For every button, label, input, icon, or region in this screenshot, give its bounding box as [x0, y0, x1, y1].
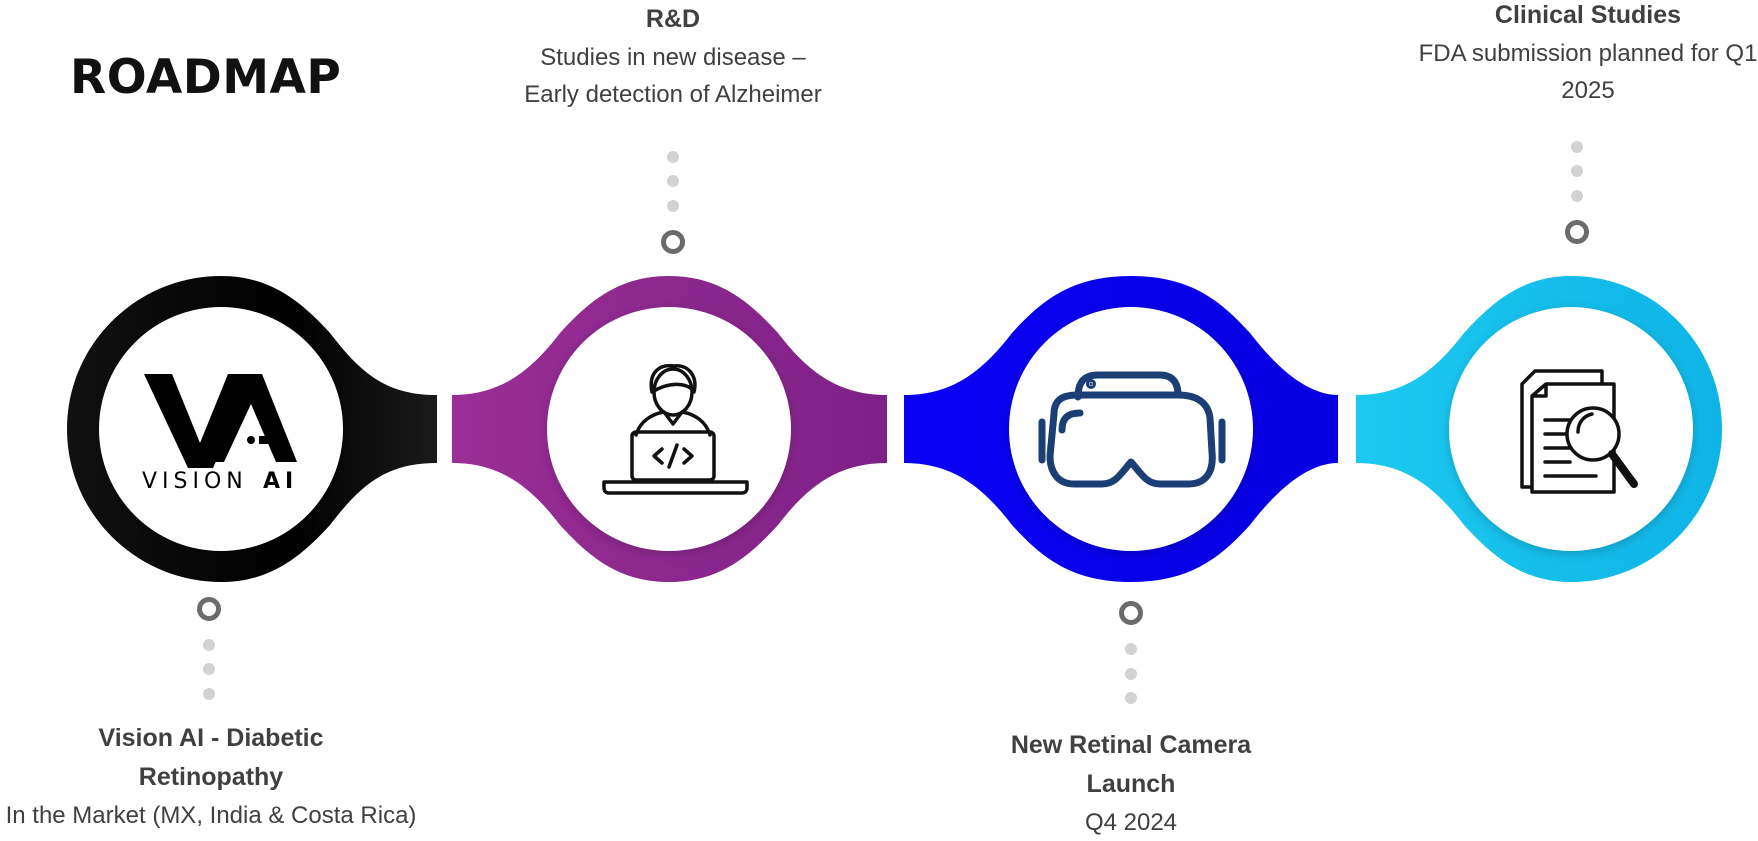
milestone-segment-rnd: [452, 276, 887, 582]
connector-clinical-studies: [1565, 141, 1589, 244]
logo-a-shape: [206, 374, 297, 462]
connector-dot: [1125, 692, 1137, 704]
milestone-description: In the Market (MX, India & Costa Rica): [5, 802, 417, 829]
developer-head: [652, 367, 694, 417]
caption-vision-ai: Vision AI - Diabetic Retinopathy In the …: [0, 719, 422, 834]
magnifier-handle: [1608, 450, 1638, 488]
segment-inner-circle: [1009, 307, 1253, 551]
caption-clinical-studies: Clinical Studies FDA submission planned …: [1418, 0, 1758, 109]
milestone-title: R&D: [645, 5, 701, 33]
page-title: ROADMAP: [70, 50, 342, 105]
headset-highlight: [1058, 409, 1084, 434]
vision-ai-logo-icon: VISION AI: [142, 374, 298, 494]
connector-dot: [667, 151, 679, 163]
segment-inner-circle: [547, 307, 791, 551]
magnifier-glare: [1576, 412, 1594, 434]
headset-body: [1046, 391, 1216, 488]
milestone-title: Clinical Studies: [1494, 1, 1682, 29]
connector-ring: [1565, 220, 1589, 244]
laptop-base: [602, 480, 749, 495]
connector-dot: [203, 688, 215, 700]
developer-shoulders: [634, 410, 712, 437]
milestone-description: Q4 2024: [1084, 809, 1178, 836]
document-search-icon: [1520, 369, 1638, 494]
connector-dot: [1125, 668, 1137, 680]
logo-dot: [247, 436, 255, 444]
connector-dot: [203, 639, 215, 651]
headset-sensor: [1086, 379, 1096, 389]
connector-dot: [1571, 190, 1583, 202]
developer-at-laptop-icon: [602, 363, 749, 495]
milestone-segment-vision-ai: [67, 276, 437, 582]
laptop-code-symbol: [652, 443, 694, 469]
headset-strap: [1074, 371, 1182, 401]
document-lines: [1543, 418, 1598, 478]
milestone-title: Vision AI - Diabetic Retinopathy: [98, 724, 324, 791]
logo-v-shape: [144, 374, 255, 468]
developer-hair: [649, 363, 697, 394]
connector-dot: [1571, 165, 1583, 177]
vr-headset-icon: [1038, 371, 1226, 488]
connector-ring: [661, 230, 685, 254]
milestone-description: Studies in new disease – Early detection…: [524, 44, 822, 108]
connector-dot: [667, 200, 679, 212]
laptop-screen: [630, 430, 716, 482]
caption-retinal-camera: New Retinal Camera Launch Q4 2024: [990, 726, 1272, 841]
connector-retinal-camera: [1119, 601, 1143, 704]
connector-ring: [197, 597, 221, 621]
milestone-segment-retinal-camera: [904, 276, 1338, 582]
logo-wordmark-bold: AI: [263, 469, 298, 494]
milestone-title: New Retinal Camera Launch: [1010, 731, 1252, 798]
connector-dot: [1125, 643, 1137, 655]
logo-wordmark-light: VISION: [142, 469, 248, 494]
connector-ring: [1119, 601, 1143, 625]
connector-dot: [1571, 141, 1583, 153]
connector-rnd: [661, 151, 685, 254]
connector-vision-ai: [197, 597, 221, 700]
caption-rnd: R&D Studies in new disease – Early detec…: [518, 0, 828, 113]
logo-bar: [259, 436, 272, 444]
connector-dot: [667, 175, 679, 187]
milestone-description: FDA submission planned for Q1 2025: [1418, 40, 1758, 104]
connector-dot: [203, 663, 215, 675]
